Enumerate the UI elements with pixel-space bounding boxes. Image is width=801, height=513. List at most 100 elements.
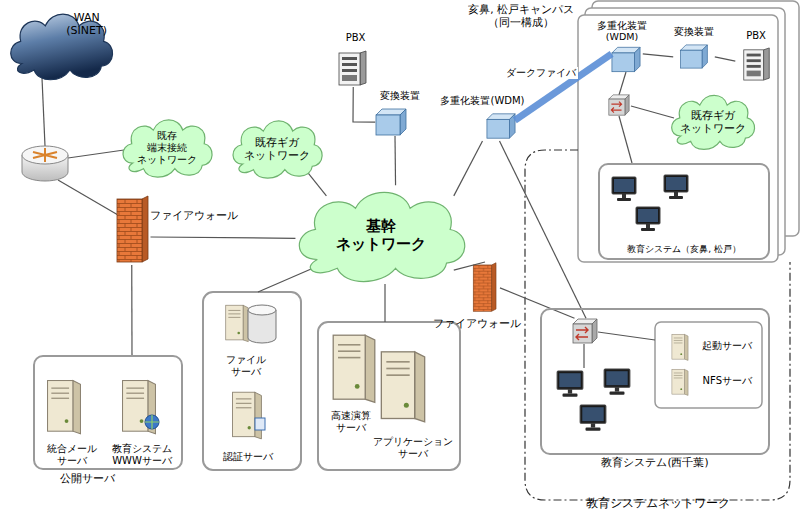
converter-icon xyxy=(376,109,406,135)
device-node: ファイアウォール xyxy=(441,262,529,330)
server-group xyxy=(203,292,301,470)
device-node: PBX xyxy=(733,30,779,82)
globe-icon xyxy=(145,415,159,429)
node-label: アプリケーション サーバ xyxy=(373,436,453,460)
firewall-icon xyxy=(473,263,496,312)
pbx-icon xyxy=(339,51,366,85)
server-icon xyxy=(672,369,688,395)
wire xyxy=(384,284,385,322)
network-link xyxy=(131,265,132,355)
switch-icon xyxy=(573,319,597,343)
router-icon xyxy=(22,146,68,181)
pc-icon xyxy=(612,177,636,201)
wire xyxy=(58,180,118,215)
device-node: アプリケーション サーバ xyxy=(370,340,456,460)
router-top xyxy=(22,146,68,164)
wire xyxy=(42,72,674,368)
network-link xyxy=(715,57,736,61)
disk-icon xyxy=(248,305,276,343)
pc-icon xyxy=(604,369,630,395)
dark-fiber-link xyxy=(515,54,612,121)
network-cloud: WAN (SINET) xyxy=(5,5,117,83)
node-label: ファイル サーバ xyxy=(226,354,266,378)
network-link xyxy=(353,87,375,122)
wdm-icon xyxy=(487,114,515,138)
cloud-outline xyxy=(233,121,322,178)
server-icon xyxy=(233,392,262,439)
link-label-holder: ダークファイバ xyxy=(504,67,578,79)
node-label: 統合メール サーバ xyxy=(47,443,97,467)
pc-icon xyxy=(580,405,606,431)
device-node: 多重化装置 (WDM) xyxy=(596,20,648,72)
network-link xyxy=(500,288,575,318)
network-label: 既存 端末接続 ネットワーク xyxy=(137,130,197,166)
node-label: NFSサーバ xyxy=(703,375,752,387)
server-icon xyxy=(333,335,375,402)
device-node: ファイル サーバ xyxy=(215,298,277,378)
wdm-icon xyxy=(612,47,640,71)
node-label: 変換装置 xyxy=(674,26,714,38)
node-label: 高速演算 サーバ xyxy=(331,410,371,434)
device-node: PBX xyxy=(333,32,378,87)
group-box: 統合メール サーバ教育システム WWWサーバ公開サーバ xyxy=(33,355,183,470)
device-node: 認証サーバ xyxy=(215,385,281,463)
server-icon xyxy=(672,334,688,360)
wire xyxy=(598,332,655,340)
server-group xyxy=(655,322,762,408)
node-label: 教育システム（亥鼻, 松戸） xyxy=(627,244,741,255)
group-box: 教育システム（亥鼻, 松戸） xyxy=(598,163,770,260)
device-node: 教育システム WWWサーバ xyxy=(104,375,180,467)
node-label: ファイアウォール xyxy=(150,209,238,222)
node-label: 多重化装置 (WDM) xyxy=(597,20,647,43)
router-arrows xyxy=(33,148,57,162)
wire xyxy=(258,266,318,292)
node-label: PBX xyxy=(746,30,766,42)
disk-top xyxy=(248,305,276,315)
device-node: 変換装置 xyxy=(368,90,428,136)
switch-icon xyxy=(609,95,629,115)
network-region xyxy=(525,150,790,500)
server-icon xyxy=(48,381,81,434)
server-icon xyxy=(226,305,249,341)
device-node: 多重化装置(WDM) xyxy=(440,95,525,141)
node-label: 亥鼻, 松戸キャンパス （同一構成） xyxy=(466,3,576,28)
pc-icon xyxy=(664,175,688,199)
device-node: 起動サーバNFSサーバ教育システム(西千葉)教育システムネットワーク xyxy=(525,150,790,500)
device-node: 起動サーバ xyxy=(668,330,760,362)
network-label: WAN (SINET) xyxy=(66,11,107,37)
node-label: 変換装置 xyxy=(380,90,420,102)
network-link xyxy=(500,141,587,318)
node-label: ファイアウォール xyxy=(433,317,521,330)
cloud-outline xyxy=(123,120,212,177)
node-label: 教育システムネットワーク xyxy=(586,497,730,511)
network-link xyxy=(454,141,483,196)
device-node: 変換装置 xyxy=(668,26,720,70)
group-box: 起動サーバNFSサーバ教育システム(西千葉) xyxy=(540,308,770,455)
device-node: 高速演算 サーバ xyxy=(326,330,376,434)
globe-icon xyxy=(145,415,159,429)
link-label: ダークファイバ xyxy=(504,67,578,79)
node-label: 起動サーバ xyxy=(702,340,752,352)
wire xyxy=(631,106,674,118)
network-cloud: 基幹 ネットワーク xyxy=(290,180,472,286)
converter-icon xyxy=(681,45,708,68)
device-node: 多重化装置 (WDM) 変換装置 PBX 既存ギガ ネットワーク教育システム（亥鼻, … xyxy=(578,15,778,262)
pc-icon xyxy=(557,371,583,397)
network-label: 基幹 ネットワーク xyxy=(336,217,426,253)
device-node: 統合メール サーバ xyxy=(38,375,106,467)
network-label: 既存ギガ ネットワーク xyxy=(244,136,310,162)
wire xyxy=(583,344,584,368)
cloud-outline xyxy=(672,95,755,149)
network-label: 既存ギガ ネットワーク xyxy=(680,109,746,134)
cloud-shape xyxy=(5,5,117,83)
wire xyxy=(619,116,632,163)
wire xyxy=(619,72,626,95)
pbx-icon xyxy=(744,48,770,80)
wire xyxy=(42,78,45,146)
server-icon xyxy=(381,352,424,422)
wire xyxy=(68,150,124,158)
id-card-icon xyxy=(255,418,265,430)
node-label: 公開サーバ xyxy=(60,472,115,485)
network-link xyxy=(454,262,485,270)
